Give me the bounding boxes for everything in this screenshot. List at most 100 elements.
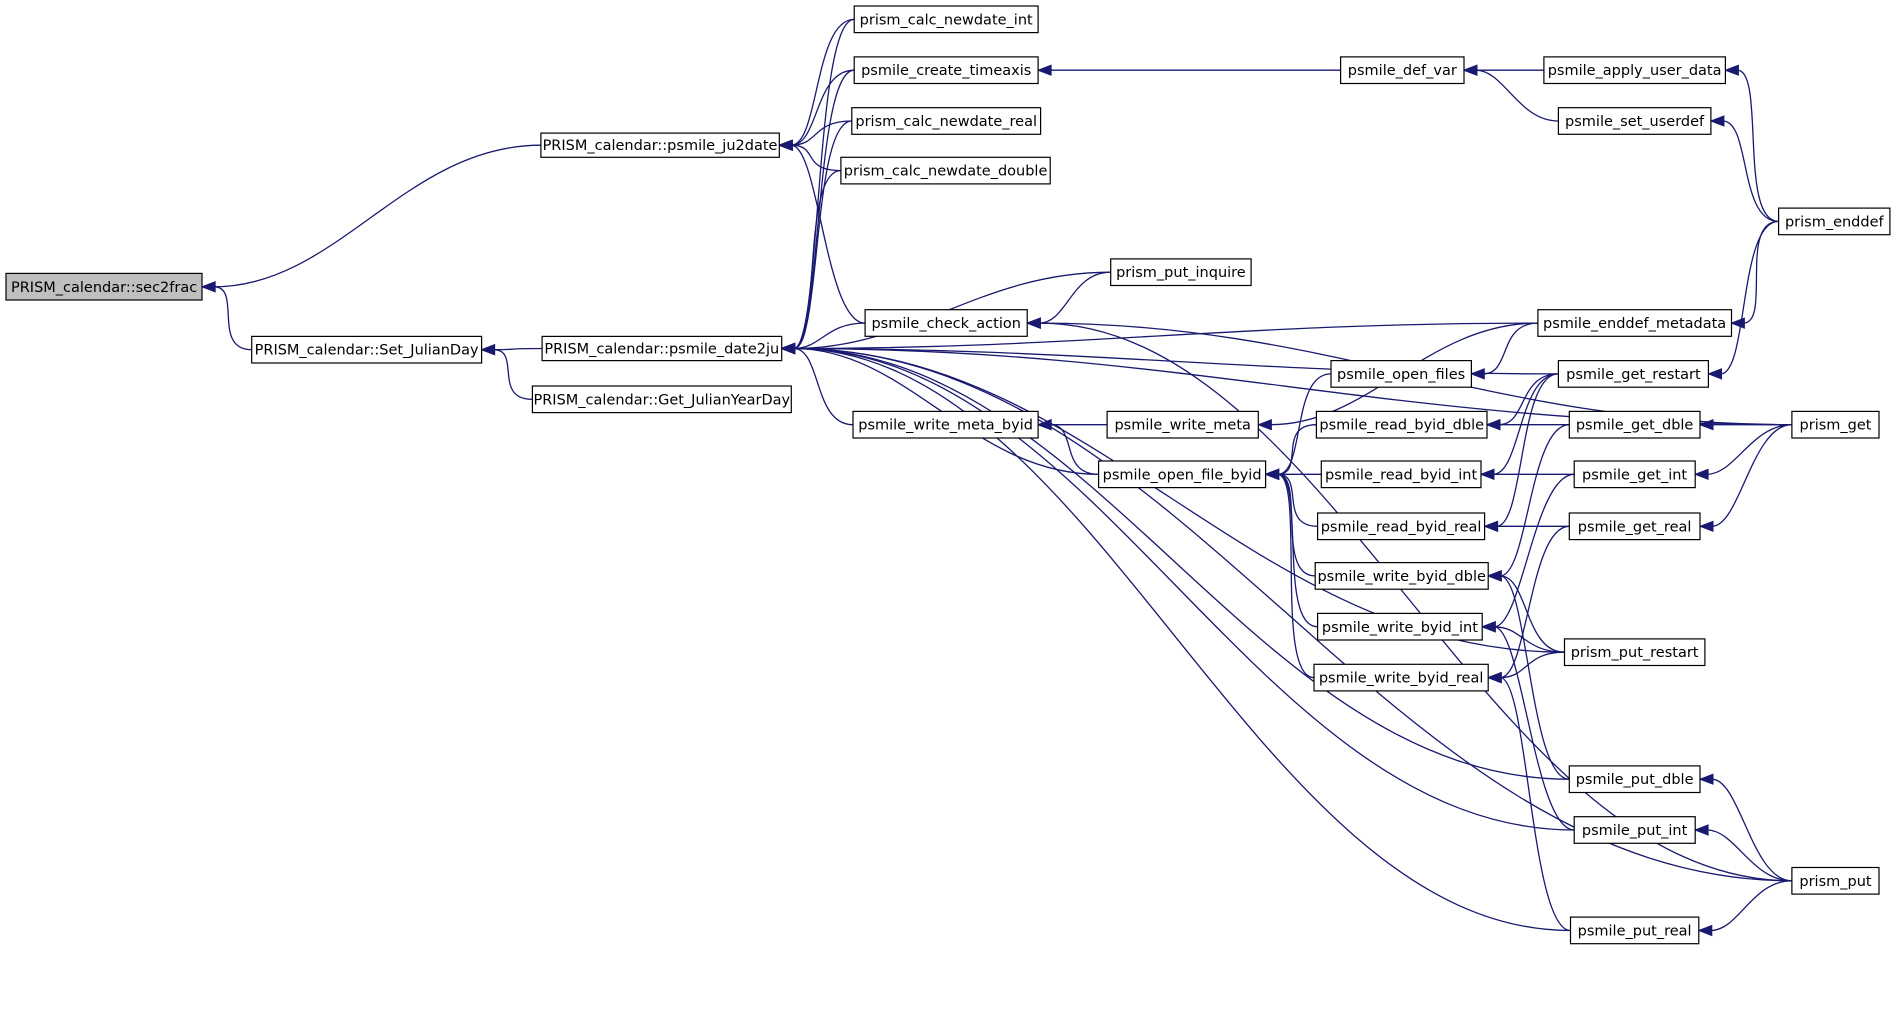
edge-date2ju-to-setjulian (493, 347, 543, 351)
node-calc-double[interactable]: prism_calc_newdate_double (840, 156, 1051, 185)
arrowhead-prism_get-to-get_real (1698, 520, 1714, 533)
arrowhead-get_real-to-read_real (1483, 520, 1499, 533)
node-label: psmile_read_byid_int (1325, 467, 1478, 483)
node-label: psmile_set_userdef (1565, 114, 1705, 130)
node-box (1316, 512, 1486, 541)
arrowhead-enddef_meta-to-open_files (1469, 368, 1485, 380)
node-prism-put[interactable]: prism_put (1791, 866, 1880, 895)
node-box (1791, 866, 1880, 895)
node-box (1569, 916, 1700, 945)
edge-put_restart-to-write_int (1494, 626, 1565, 653)
node-label: psmile_get_dble (1576, 418, 1694, 434)
node-write-meta[interactable]: psmile_write_meta (1106, 410, 1259, 439)
node-box (251, 335, 483, 364)
node-write-dble[interactable]: psmile_write_byid_dble (1314, 561, 1489, 590)
node-box (1568, 765, 1701, 794)
edge-create_timeaxis-to-date2ju (793, 69, 855, 350)
edge-prism_get-to-get_real (1711, 424, 1792, 527)
edge-calc_double-to-date2ju (793, 169, 841, 350)
edge-enddef_meta-to-date2ju (793, 322, 1538, 350)
arrowhead-get_int-to-read_int (1479, 468, 1495, 481)
node-set-userdef[interactable]: psmile_set_userdef (1557, 107, 1712, 135)
arrowhead-enddef-to-set_userdef (1709, 115, 1725, 127)
node-enddef-meta[interactable]: psmile_enddef_metadata (1537, 309, 1733, 337)
node-put-inquire[interactable]: prism_put_inquire (1110, 258, 1252, 287)
node-read-int[interactable]: psmile_read_byid_int (1320, 460, 1482, 489)
node-get-int[interactable]: psmile_get_int (1573, 460, 1696, 489)
edge-prism_put-to-date2ju (793, 347, 1792, 882)
node-box (1573, 816, 1696, 844)
edge-get_restart-to-read_int (1492, 373, 1559, 475)
edge-create_timeaxis-to-ju2date (791, 69, 855, 146)
node-box (840, 156, 1051, 185)
node-def-var[interactable]: psmile_def_var (1339, 56, 1465, 85)
node-date2ju[interactable]: PRISM_calendar::psmile_date2ju (541, 335, 783, 362)
node-label: prism_put (1799, 874, 1872, 890)
edge-read_dble-to-open_file_byid (1277, 424, 1317, 475)
node-box (1568, 512, 1701, 541)
arrowhead-write_real-to-open_file_byid (1264, 468, 1280, 481)
node-label: psmile_get_int (1582, 467, 1687, 483)
node-create-timeaxis[interactable]: psmile_create_timeaxis (853, 56, 1039, 85)
edge-calc_int-to-ju2date (791, 18, 855, 146)
node-put-dble[interactable]: psmile_put_dble (1568, 765, 1701, 794)
node-label: PRISM_calendar::psmile_date2ju (544, 342, 779, 358)
node-open-file-byid[interactable]: psmile_open_file_byid (1097, 460, 1267, 489)
node-label: PRISM_calendar::sec2frac (11, 280, 197, 296)
node-box (1568, 410, 1701, 439)
node-ju2date[interactable]: PRISM_calendar::psmile_ju2date (540, 132, 780, 158)
node-label: PRISM_calendar::Get_JulianYearDay (533, 392, 790, 408)
node-label: psmile_read_byid_real (1321, 519, 1482, 535)
node-put-real[interactable]: psmile_put_real (1569, 916, 1700, 945)
node-box (540, 132, 780, 158)
node-apply-user[interactable]: psmile_apply_user_data (1543, 56, 1727, 85)
node-prism-get[interactable]: prism_get (1791, 410, 1880, 439)
node-box (1537, 309, 1733, 337)
edge-enddef-to-apply_user (1737, 69, 1779, 223)
node-box (1330, 360, 1472, 388)
node-getjulianyear[interactable]: PRISM_calendar::Get_JulianYearDay (531, 385, 792, 414)
node-label: prism_calc_newdate_double (844, 164, 1048, 180)
node-get-dble[interactable]: psmile_get_dble (1568, 410, 1701, 439)
arrowhead-open_file_byid-to-write_meta_byid (1036, 418, 1052, 431)
edge-get_real-to-write_real (1500, 525, 1570, 679)
edge-calc_int-to-date2ju (793, 18, 855, 350)
node-open-files[interactable]: psmile_open_files (1330, 360, 1472, 388)
node-sec2frac[interactable]: PRISM_calendar::sec2frac (5, 272, 203, 301)
node-setjulian[interactable]: PRISM_calendar::Set_JulianDay (251, 335, 483, 364)
node-put-restart[interactable]: prism_put_restart (1563, 638, 1706, 667)
node-write-meta-byid[interactable]: psmile_write_meta_byid (852, 410, 1039, 439)
node-box (1777, 207, 1891, 236)
node-read-dble[interactable]: psmile_read_byid_dble (1315, 410, 1488, 439)
node-box (1320, 460, 1482, 489)
node-calc-int[interactable]: prism_calc_newdate_int (853, 5, 1039, 34)
node-write-int[interactable]: psmile_write_byid_int (1316, 612, 1483, 641)
edge-put_real-to-write_real (1499, 676, 1571, 932)
edge-put_restart-to-date2ju (793, 347, 1565, 653)
edge-put_int-to-write_int (1494, 626, 1575, 831)
node-label: psmile_write_byid_int (1322, 620, 1478, 636)
node-check-action[interactable]: psmile_check_action (864, 309, 1028, 337)
arrowhead-put_dble-to-write_dble (1486, 570, 1502, 582)
node-box (1557, 107, 1712, 135)
node-label: psmile_put_dble (1576, 772, 1694, 788)
edge-write_real-to-open_file_byid (1277, 473, 1315, 679)
node-box (1315, 410, 1488, 439)
node-get-real[interactable]: psmile_get_real (1568, 512, 1701, 541)
node-box (852, 410, 1039, 439)
node-label: psmile_write_meta_byid (858, 418, 1033, 434)
node-box (1316, 612, 1483, 641)
node-write-real[interactable]: psmile_write_byid_real (1313, 663, 1489, 692)
arrowhead-enddef-to-enddef_meta (1730, 317, 1745, 329)
node-get-restart[interactable]: psmile_get_restart (1557, 360, 1710, 388)
arrowhead-prism_put-to-date2ju (780, 342, 796, 355)
node-calc-real[interactable]: prism_calc_newdate_real (851, 107, 1042, 135)
node-label: psmile_check_action (871, 316, 1020, 332)
node-box (1339, 56, 1465, 85)
node-label: psmile_get_restart (1566, 367, 1701, 383)
node-enddef[interactable]: prism_enddef (1777, 207, 1891, 236)
node-read-real[interactable]: psmile_read_byid_real (1316, 512, 1486, 541)
node-label: psmile_put_int (1582, 823, 1688, 839)
node-put-int[interactable]: psmile_put_int (1573, 816, 1696, 844)
